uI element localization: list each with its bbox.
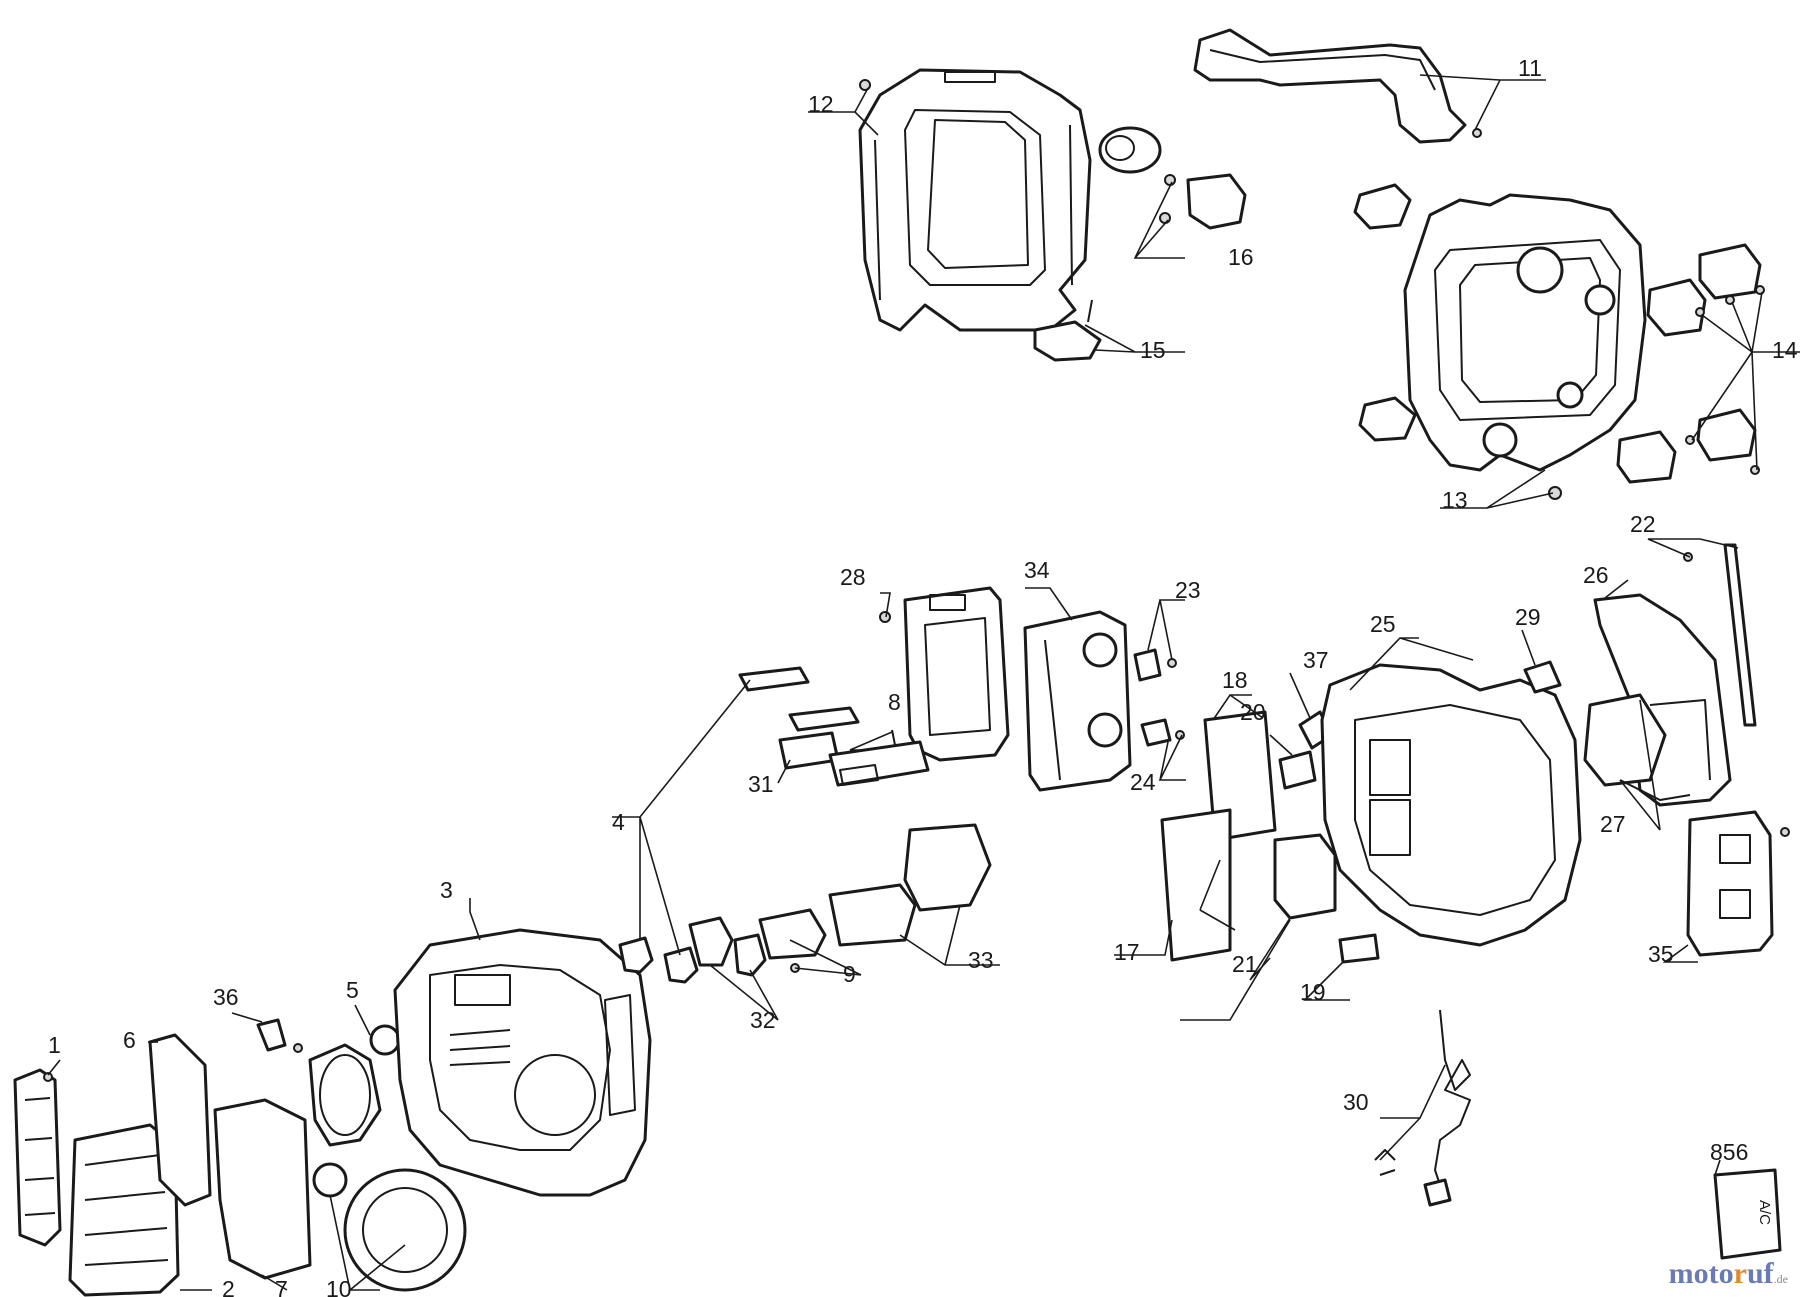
part-19-plate — [1338, 933, 1380, 964]
callout-14: 14 — [1772, 337, 1798, 363]
part-32-knobs — [688, 916, 767, 977]
callout-37: 37 — [1303, 647, 1329, 673]
part-28-back-cover — [879, 586, 1010, 762]
part-20-plate — [1278, 750, 1317, 790]
part-17-board — [1160, 808, 1232, 962]
part-25-main-housing — [1320, 663, 1582, 947]
label-tag-text: A/C — [1756, 1200, 1773, 1225]
callout-25: 25 — [1370, 611, 1396, 637]
callout-22: 22 — [1630, 511, 1656, 537]
part-34-battery-housing — [1023, 610, 1132, 792]
callout-20: 20 — [1240, 699, 1266, 725]
callout-34: 34 — [1024, 557, 1050, 583]
callout-29: 29 — [1515, 604, 1541, 630]
callout-7: 7 — [275, 1276, 288, 1297]
callout-35: 35 — [1648, 941, 1674, 967]
callout-16: 16 — [1228, 244, 1254, 270]
part-33-mount — [828, 823, 992, 947]
part-35-outlet — [1686, 810, 1790, 957]
part-856-label-tag: A/C — [1713, 1168, 1782, 1260]
callout-1: 1 — [48, 1032, 61, 1058]
part-4-button-strip — [738, 666, 810, 692]
part-5-tweeter-knob — [308, 1024, 401, 1147]
part-30-power-cord — [1374, 1009, 1471, 1207]
part-11-handle — [1193, 28, 1482, 144]
part-7-panel — [213, 1098, 312, 1280]
callout-13: 13 — [1442, 487, 1468, 513]
callout-11: 11 — [1518, 55, 1542, 81]
callout-31: 31 — [748, 771, 774, 797]
callout-2: 2 — [222, 1276, 235, 1297]
callout-21: 21 — [1232, 951, 1258, 977]
part-24-plate — [1140, 718, 1185, 747]
callout-10: 10 — [326, 1276, 352, 1297]
callout-33: 33 — [968, 947, 994, 973]
part-13-front-frame — [1353, 183, 1647, 500]
part-23-plate — [1133, 648, 1177, 682]
part-29-clip — [1523, 660, 1562, 694]
callout-5: 5 — [346, 977, 359, 1003]
callout-19: 19 — [1300, 979, 1326, 1005]
part-16-bumpers — [1098, 126, 1247, 230]
callout-17: 17 — [1114, 939, 1140, 965]
part-9-bracket — [758, 908, 827, 973]
part-3-front-housing — [393, 928, 652, 1197]
part-21-transformer — [1273, 833, 1337, 920]
watermark-part2: r — [1733, 1257, 1747, 1290]
callout-18: 18 — [1222, 667, 1248, 693]
callout-24: 24 — [1130, 769, 1156, 795]
callout-3: 3 — [440, 877, 453, 903]
callout-8: 8 — [888, 689, 901, 715]
part-4-knobs — [618, 936, 699, 984]
callout-856: 856 — [1710, 1139, 1748, 1165]
part-10-woofer — [312, 1162, 467, 1292]
callout-6: 6 — [123, 1027, 136, 1053]
callout-28: 28 — [840, 564, 866, 590]
part-15-bumper — [1033, 299, 1102, 362]
part-12-rear-frame — [858, 68, 1092, 332]
callout-30: 30 — [1343, 1089, 1369, 1115]
callout-23: 23 — [1175, 577, 1201, 603]
part-2-grill-face — [68, 1123, 180, 1297]
part-18-board — [1203, 710, 1277, 842]
callout-9: 9 — [843, 961, 856, 987]
part-14-feet — [1616, 243, 1765, 484]
callout-12: 12 — [808, 91, 834, 117]
callout-labels: 1 2 3 4 5 6 7 8 9 10 11 12 13 14 15 16 1… — [48, 55, 1798, 1297]
part-1-grill — [13, 1068, 62, 1247]
watermark-part3: uf — [1746, 1257, 1774, 1290]
part-26-cover — [1593, 593, 1732, 807]
callout-26: 26 — [1583, 562, 1609, 588]
part-36-bracket — [256, 1018, 303, 1053]
watermark: motoruf.de — [1669, 1257, 1788, 1291]
watermark-part1: moto — [1668, 1257, 1734, 1290]
callout-15: 15 — [1140, 337, 1166, 363]
callout-32: 32 — [750, 1007, 776, 1033]
callout-4: 4 — [612, 809, 625, 835]
leader-lines — [47, 74, 1800, 1291]
watermark-suffix: .de — [1773, 1272, 1788, 1286]
part-6-panel — [148, 1033, 212, 1207]
part-27-switch — [1583, 693, 1691, 801]
callout-27: 27 — [1600, 811, 1626, 837]
part-8-pcb — [828, 729, 930, 787]
callout-36: 36 — [213, 984, 239, 1010]
